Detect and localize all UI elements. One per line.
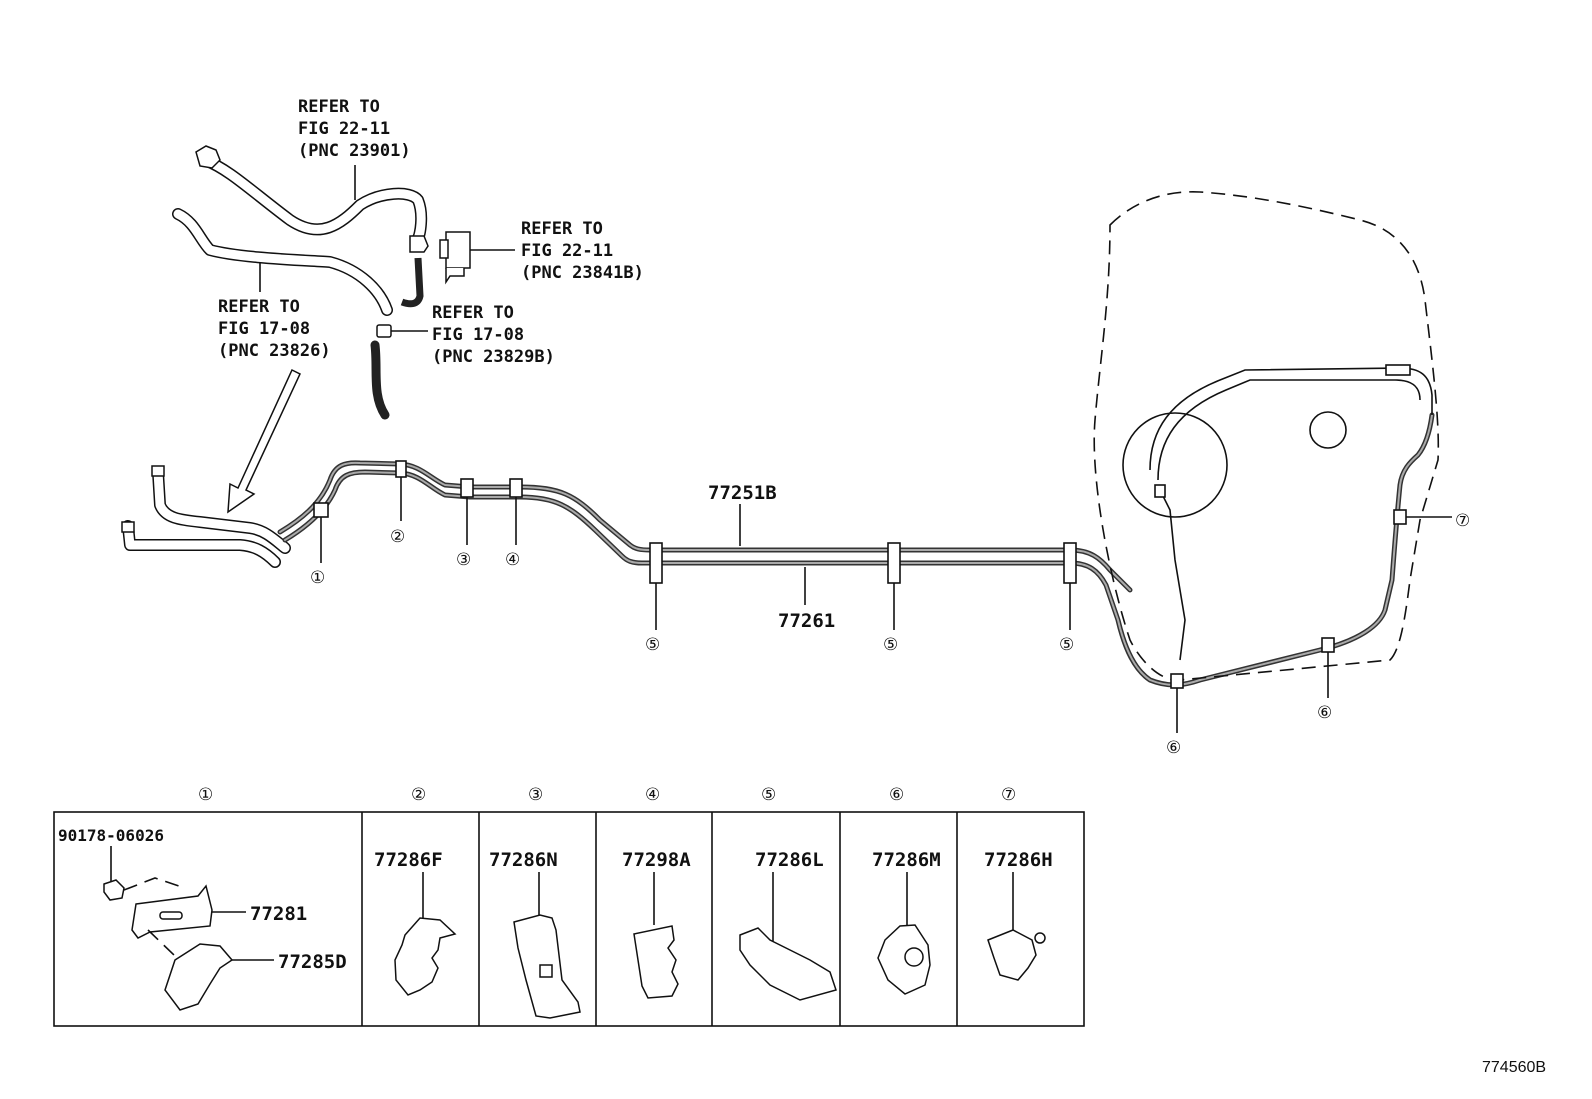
direction-arrow-icon <box>227 368 301 514</box>
fuel-tube-77251b <box>277 460 1133 593</box>
callout-leaders <box>320 477 1452 733</box>
clip-4 <box>509 478 523 498</box>
callout-5b: ⑤ <box>883 635 898 655</box>
evap-hose-23901 <box>195 145 429 253</box>
clamp-23829b <box>376 324 428 338</box>
part-77286h: 77286H <box>984 849 1053 871</box>
callout-1: ① <box>310 568 325 588</box>
black-hose <box>370 257 424 420</box>
clip-77286f-shape <box>394 917 457 996</box>
clip-77298a-shape <box>633 925 679 999</box>
clip-5a <box>649 542 663 584</box>
ref-23841b-line2: FIG 22-11 <box>521 241 613 261</box>
ref-23826-line2: FIG 17-08 <box>218 319 310 339</box>
part-77286f: 77286F <box>374 849 443 871</box>
part-77261: 77261 <box>778 610 835 632</box>
clamp-77285d-shape <box>164 943 234 1011</box>
clip-markers <box>313 460 1407 689</box>
panel-marker-6: ⑥ <box>889 785 904 805</box>
panel-marker-1: ① <box>198 785 213 805</box>
bolt-icon <box>103 879 125 901</box>
panel-marker-4: ④ <box>645 785 660 805</box>
ref-23901-line1: REFER TO <box>298 97 380 117</box>
ref-23829b-line1: REFER TO <box>432 303 514 323</box>
clip-3 <box>460 478 474 498</box>
fuel-tank-outline <box>1093 191 1440 681</box>
clip-6b <box>1321 637 1335 653</box>
ref-23829b-line3: (PNC 23829B) <box>432 347 555 367</box>
part-77286l: 77286L <box>755 849 824 871</box>
part-77251b: 77251B <box>708 482 777 504</box>
clip-77286m-shape <box>877 924 931 995</box>
callout-6a: ⑥ <box>1166 738 1181 758</box>
clip-2 <box>395 460 407 478</box>
clip-77286h-shape <box>987 929 1037 981</box>
callout-3: ③ <box>456 550 471 570</box>
filler-pipe-ends <box>121 465 291 568</box>
clip-7 <box>1393 509 1407 525</box>
part-90178-06026: 90178-06026 <box>58 826 164 845</box>
ref-23841b-line1: REFER TO <box>521 219 603 239</box>
ref-23841b-line3: (PNC 23841B) <box>521 263 644 283</box>
ref-23826-line1: REFER TO <box>218 297 300 317</box>
panel-marker-7: ⑦ <box>1001 785 1016 805</box>
clip-77286l-shape <box>739 927 837 1001</box>
callout-5c: ⑤ <box>1059 635 1074 655</box>
fuel-filler-hose-23826 <box>172 208 393 316</box>
panel-marker-2: ② <box>411 785 426 805</box>
vsv-valve-23841b <box>439 231 515 285</box>
ref-23901-line2: FIG 22-11 <box>298 119 390 139</box>
panel-marker-3: ③ <box>528 785 543 805</box>
detail-panel-grid <box>53 811 1085 1027</box>
ref-23901-line3: (PNC 23901) <box>298 141 411 161</box>
callout-6b: ⑥ <box>1317 703 1332 723</box>
part-77285d: 77285D <box>278 951 347 973</box>
panel-marker-5: ⑤ <box>761 785 776 805</box>
clip-6a <box>1170 673 1184 689</box>
part-77286m: 77286M <box>872 849 941 871</box>
clip-5c <box>1063 542 1077 584</box>
callout-2: ② <box>390 527 405 547</box>
clip-1 <box>313 502 329 518</box>
callout-5a: ⑤ <box>645 635 660 655</box>
clip-5b <box>887 542 901 584</box>
part-77281: 77281 <box>250 903 307 925</box>
ref-23826-line3: (PNC 23826) <box>218 341 331 361</box>
figure-code: 774560B <box>1482 1059 1546 1076</box>
part-77298a: 77298A <box>622 849 691 871</box>
callout-7: ⑦ <box>1455 511 1470 531</box>
ref-23829b-line2: FIG 17-08 <box>432 325 524 345</box>
part-77286n: 77286N <box>489 849 558 871</box>
callout-4: ④ <box>505 550 520 570</box>
